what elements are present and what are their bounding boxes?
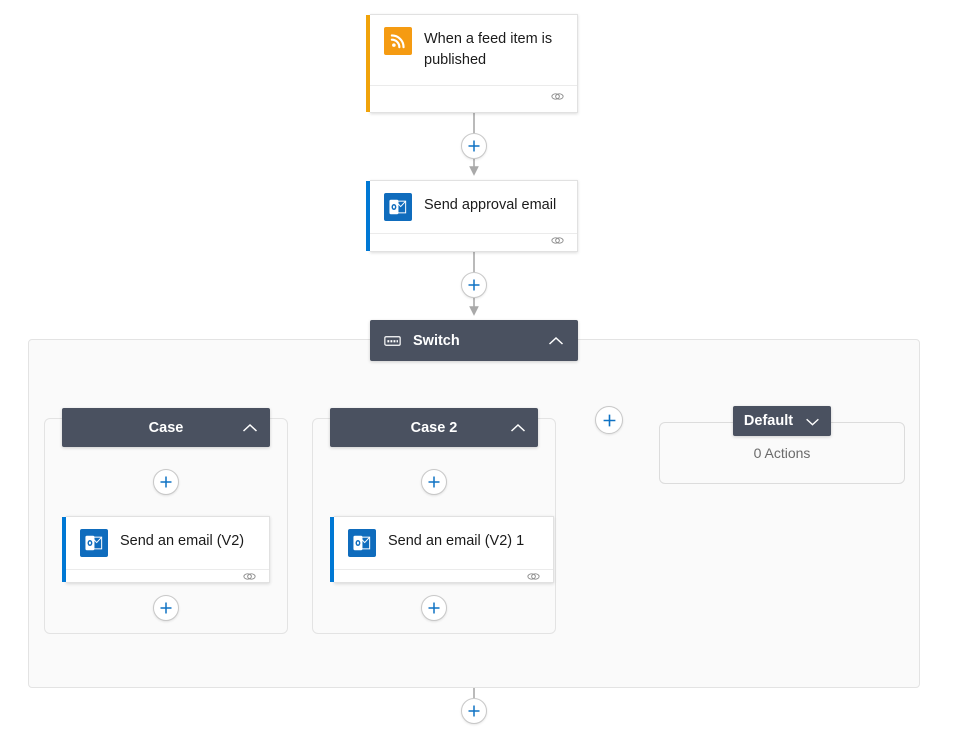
trigger-card-rss[interactable]: When a feed item is published	[366, 14, 578, 113]
case-2-label: Case 2	[410, 419, 458, 436]
add-step-case-1-top-button[interactable]	[153, 469, 179, 495]
rss-icon	[384, 27, 412, 55]
trigger-title: When a feed item is published	[424, 31, 553, 68]
switch-header[interactable]: Switch	[370, 320, 578, 361]
add-step-case-2-bottom-button[interactable]	[421, 595, 447, 621]
approval-card-title: Send approval email	[424, 197, 557, 213]
case-2-header[interactable]: Case 2	[330, 408, 538, 447]
outlook-icon	[80, 529, 108, 557]
chevron-up-icon[interactable]	[548, 336, 564, 346]
case-1-header[interactable]: Case	[62, 408, 270, 447]
add-step-after-approval-button[interactable]	[461, 272, 487, 298]
action-accent-bar	[330, 517, 334, 582]
link-icon[interactable]	[526, 570, 541, 588]
case-2-card-header: Send an email (V2) 1	[334, 517, 553, 569]
outlook-icon	[348, 529, 376, 557]
trigger-card-footer	[370, 85, 577, 112]
action-accent-bar	[62, 517, 66, 582]
case-2-card-footer	[334, 569, 553, 588]
case-2-card-title: Send an email (V2) 1	[388, 533, 525, 549]
action-accent-bar	[366, 181, 370, 251]
link-icon[interactable]	[550, 234, 565, 252]
default-case-header[interactable]: Default	[733, 406, 831, 436]
default-actions-count: 0 Actions	[753, 445, 811, 461]
add-step-case-2-top-button[interactable]	[421, 469, 447, 495]
action-card-send-an-email-v2[interactable]: Send an email (V2)	[62, 516, 270, 583]
chevron-up-icon[interactable]	[242, 423, 258, 433]
action-card-send-approval-email[interactable]: Send approval email	[366, 180, 578, 252]
outlook-icon	[384, 193, 412, 221]
link-icon[interactable]	[550, 90, 565, 108]
link-icon[interactable]	[242, 570, 257, 588]
add-step-after-switch-button[interactable]	[461, 698, 487, 724]
chevron-down-icon[interactable]	[805, 417, 820, 426]
case-1-card-header: Send an email (V2)	[66, 517, 269, 569]
add-step-after-trigger-button[interactable]	[461, 133, 487, 159]
switch-icon	[384, 335, 401, 347]
default-case-label: Default	[743, 413, 794, 429]
trigger-card-header: When a feed item is published	[370, 15, 577, 85]
action-card-send-an-email-v2-1[interactable]: Send an email (V2) 1	[330, 516, 554, 583]
add-step-case-1-bottom-button[interactable]	[153, 595, 179, 621]
approval-card-header: Send approval email	[370, 181, 577, 233]
trigger-accent-bar	[366, 15, 370, 112]
case-1-card-footer	[66, 569, 269, 588]
case-1-label: Case	[148, 419, 184, 436]
switch-label: Switch	[413, 332, 460, 349]
add-case-button[interactable]	[595, 406, 623, 434]
approval-card-footer	[370, 233, 577, 252]
case-1-card-title: Send an email (V2)	[120, 533, 245, 549]
chevron-up-icon[interactable]	[510, 423, 526, 433]
